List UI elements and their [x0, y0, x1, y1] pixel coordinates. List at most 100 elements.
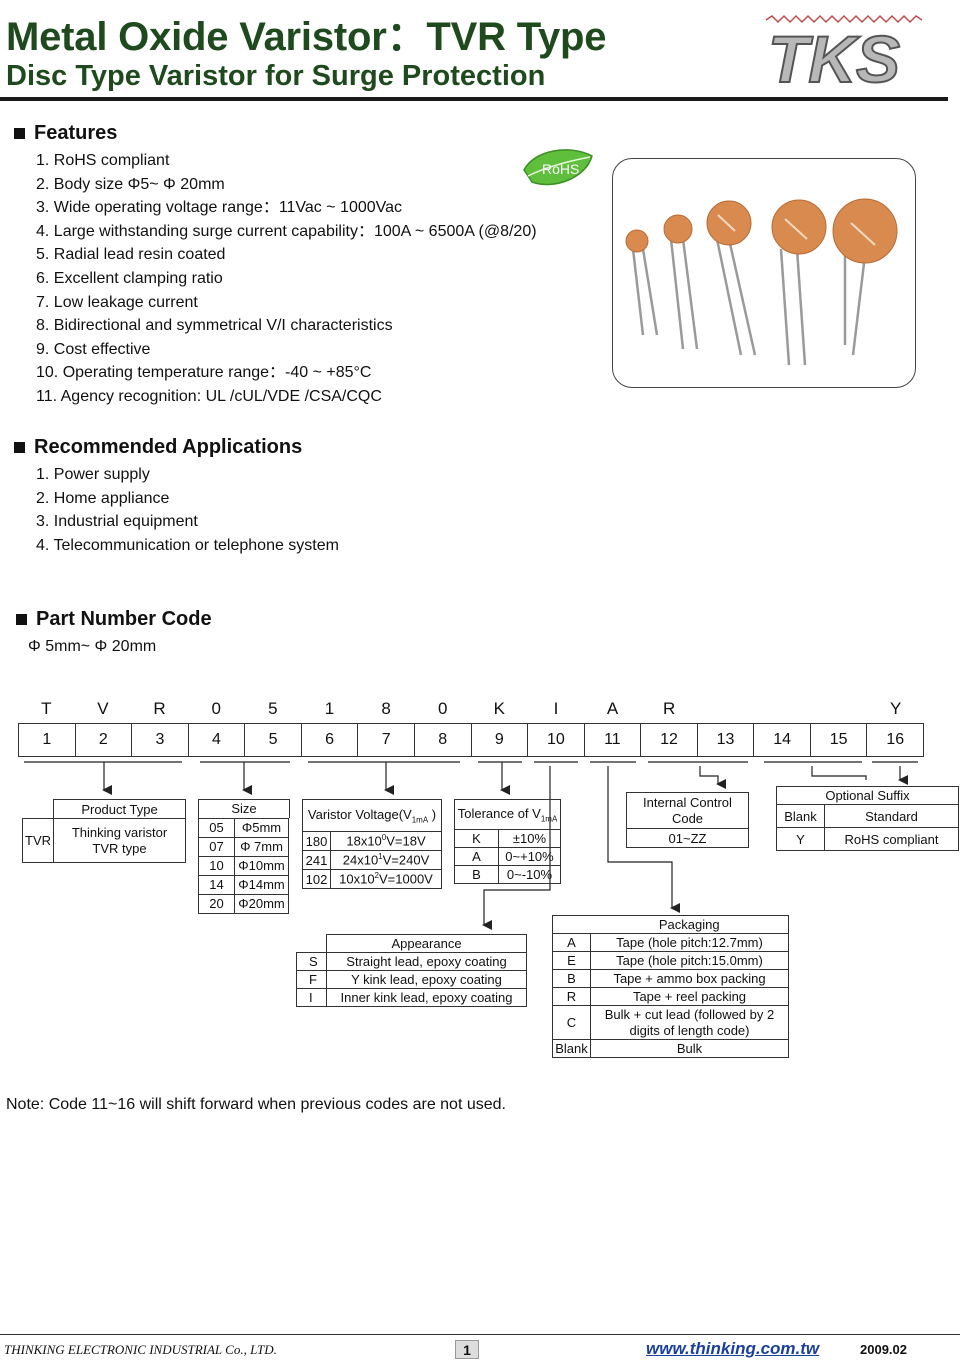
list-item: 9. Cost effective: [36, 340, 151, 358]
list-item: 6. Excellent clamping ratio: [36, 269, 223, 287]
table-header: Packaging: [590, 915, 789, 934]
table-cell: Φ20mm: [234, 893, 289, 914]
table-cell: 10: [198, 855, 235, 876]
table-cell: Y: [776, 827, 825, 851]
page-title: Metal Oxide Varistor：TVR Type: [6, 15, 607, 59]
table-cell: R: [552, 987, 591, 1006]
table-cell: 24x101V=240V: [330, 850, 442, 870]
table-cell: Bulk: [590, 1039, 789, 1058]
table-cell: F: [296, 970, 327, 989]
table-cell: 0~-10%: [498, 865, 561, 884]
pn-position: 10: [528, 724, 585, 756]
header-rule: [0, 97, 948, 101]
svg-text:TKS: TKS: [768, 22, 900, 90]
applications-list: 1. Power supply 2. Home appliance 3. Ind…: [36, 463, 339, 557]
table-cell: Blank: [552, 1039, 591, 1058]
list-item: 2. Body size Φ5~ Φ 20mm: [36, 175, 225, 193]
list-item: 5. Radial lead resin coated: [36, 246, 226, 264]
table-cell: S: [296, 952, 327, 971]
table-cell: Tape (hole pitch:12.7mm): [590, 933, 789, 952]
pn-letter: Y: [890, 699, 902, 718]
bullet-square-icon: [16, 614, 27, 625]
part-number-letters: T V R 0 5 1 8 0 K I A R Y: [18, 699, 924, 721]
pn-position: 6: [302, 724, 359, 756]
table-cell: C: [552, 1005, 591, 1040]
page-number: 1: [455, 1340, 479, 1359]
list-item: 7. Low leakage current: [36, 293, 198, 311]
table-cell: Bulk + cut lead (followed by 2 digits of…: [590, 1005, 789, 1040]
pn-position: 2: [76, 724, 133, 756]
pn-letter: R: [663, 699, 676, 718]
pn-position: 15: [811, 724, 868, 756]
pn-letter: 0: [211, 699, 221, 718]
table-cell: 14: [198, 874, 235, 895]
table-cell: Tape + ammo box packing: [590, 969, 789, 988]
footer-rule: [0, 1334, 960, 1335]
table-cell: 18x100V=18V: [330, 831, 442, 851]
pn-position: 1: [19, 724, 76, 756]
table-cell: 180: [302, 831, 331, 851]
table-cell: 102: [302, 869, 331, 889]
pn-letter: K: [493, 699, 505, 718]
list-item: 2. Home appliance: [36, 489, 170, 507]
list-item: 4. Telecommunication or telephone system: [36, 536, 339, 554]
footer-company: THINKING ELECTRONIC INDUSTRIAL Co., LTD.: [4, 1342, 277, 1357]
company-logo: TKS: [758, 6, 938, 97]
svg-text:RoHS: RoHS: [542, 161, 579, 177]
pn-letter: I: [553, 699, 559, 718]
table-cell: Φ5mm: [234, 817, 289, 838]
table-header: Size: [198, 799, 290, 818]
table-cell: Inner kink lead, epoxy coating: [326, 988, 527, 1007]
pn-position: 12: [641, 724, 698, 756]
list-item: 8. Bidirectional and symmetrical V/I cha…: [36, 317, 393, 335]
footer-date: 2009.02: [860, 1342, 907, 1357]
table-cell: Φ 7mm: [234, 836, 289, 857]
table-cell: Thinking varistor TVR type: [53, 818, 186, 863]
pn-position: 11: [585, 724, 642, 756]
pn-position: 9: [472, 724, 529, 756]
table-cell: Y kink lead, epoxy coating: [326, 970, 527, 989]
pn-letter: R: [153, 699, 166, 718]
table-cell: K: [454, 829, 499, 848]
size-range-label: Φ 5mm~ Φ 20mm: [28, 638, 157, 655]
table-header: Varistor Voltage(V1mA ): [302, 799, 442, 832]
pn-position: 16: [886, 731, 905, 748]
pn-letter: 0: [437, 699, 448, 718]
pn-position: 14: [754, 724, 811, 756]
pn-position: 7: [358, 724, 415, 756]
table-cell: Φ14mm: [234, 874, 289, 895]
pn-letter: V: [97, 699, 109, 718]
pn-letter: 5: [268, 699, 278, 718]
pn-position: 3: [132, 724, 189, 756]
pn-position: 4: [189, 724, 246, 756]
page-subtitle: Disc Type Varistor for Surge Protection: [6, 60, 546, 92]
list-item: 1. Power supply: [36, 466, 150, 483]
table-cell: TVR: [22, 818, 54, 863]
table-cell: A: [454, 847, 499, 866]
table-cell: Standard: [824, 804, 959, 828]
table-cell: 241: [302, 850, 331, 870]
pn-position: 5: [245, 724, 302, 756]
table-cell: 07: [198, 836, 235, 857]
list-item: 4. Large withstanding surge current capa…: [36, 222, 537, 240]
table-cell: Straight lead, epoxy coating: [326, 952, 527, 971]
note-text: Note: Code 11~16 will shift forward when…: [6, 1096, 506, 1113]
table-cell: E: [552, 951, 591, 970]
pn-letter: T: [41, 699, 52, 718]
list-item: 3. Wide operating voltage range：11Vac ~ …: [36, 199, 403, 217]
table-header: Optional Suffix: [776, 786, 959, 805]
pn-position: 13: [698, 724, 755, 756]
website-link[interactable]: www.thinking.com.tw: [646, 1339, 820, 1358]
list-item: 10. Operating temperature range：-40 ~ +8…: [36, 364, 372, 382]
table-header: Product Type: [53, 799, 186, 819]
pn-letter: A: [606, 699, 619, 718]
pn-position: 8: [415, 724, 472, 756]
